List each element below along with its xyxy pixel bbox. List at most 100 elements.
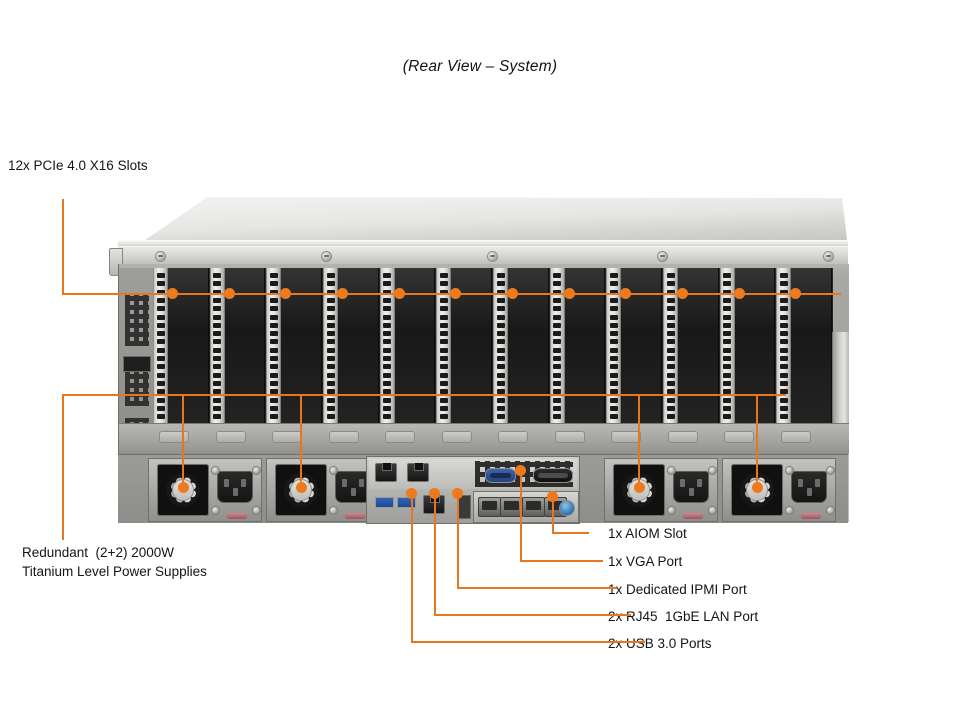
callout-dot-pcie-slot	[563, 288, 575, 299]
psu-screw	[709, 507, 716, 514]
rail-screw	[156, 252, 165, 261]
psu-power-inlet	[791, 471, 827, 503]
callout-dot-pcie-slot	[506, 288, 518, 299]
rail-screw	[824, 252, 833, 261]
shelf-tab	[667, 431, 698, 443]
callout-line-psu-drop	[300, 394, 302, 487]
callout-line-usb	[411, 641, 645, 643]
psu-screw	[330, 467, 337, 474]
pcie-slot-bracket	[209, 268, 225, 424]
shelf-tab	[328, 431, 359, 443]
callout-line-aiom	[552, 532, 589, 534]
chassis-bottom-shelf	[119, 423, 849, 454]
label-lan-port: 2x RJ45 1GbE LAN Port	[608, 609, 759, 624]
psu-screw	[668, 467, 675, 474]
psu-power-inlet	[335, 471, 371, 503]
pcie-slot-bracket	[549, 268, 565, 424]
rail-screw	[322, 252, 331, 261]
label-vga-port: 1x VGA Port	[608, 554, 683, 569]
psu-screw	[668, 507, 675, 514]
pcie-slot-bracket	[663, 268, 678, 424]
label-psu-line2: Titanium Level Power Supplies	[22, 564, 207, 579]
pcie-slot-bracket	[436, 268, 452, 424]
psu-power-inlet	[673, 471, 709, 503]
callout-dot-pcie-slot	[336, 288, 348, 299]
shelf-tab	[441, 431, 472, 443]
callout-line-psu	[62, 394, 786, 396]
psu-screw	[253, 507, 260, 514]
vent-grid-middle	[125, 372, 149, 406]
callout-line-psu-drop	[756, 394, 758, 487]
power-supply-module	[604, 458, 718, 522]
power-supply-module	[266, 458, 380, 522]
lan-port-1[interactable]	[375, 463, 397, 482]
callout-line-pcie	[62, 199, 64, 294]
rail-screw	[658, 252, 667, 261]
usb3-port-2[interactable]	[397, 497, 416, 508]
aiom-status-indicator	[560, 501, 574, 515]
shelf-tab	[724, 431, 754, 443]
lan-port-2[interactable]	[407, 463, 429, 482]
callout-dot-pcie-slot	[450, 288, 462, 299]
callout-dot-pcie-slot	[790, 288, 802, 299]
callout-line-psu-drop	[638, 394, 640, 487]
callout-line-aiom	[552, 496, 554, 532]
callout-line-usb2	[434, 614, 631, 616]
psu-screw	[212, 467, 219, 474]
aiom-port-cage	[478, 497, 501, 517]
psu-screw	[827, 507, 834, 514]
callout-dot-psu-fan	[633, 481, 645, 493]
pcie-slot-bracket	[153, 268, 168, 424]
pcie-slot-bracket	[266, 268, 282, 424]
psu-release-latch[interactable]	[683, 513, 703, 519]
power-supply-row	[118, 454, 848, 524]
serial-port[interactable]	[533, 468, 573, 483]
psu-screw	[827, 467, 834, 474]
callout-dot-pcie-slot	[620, 288, 632, 299]
psu-release-latch[interactable]	[345, 513, 365, 519]
usb3-port-1[interactable]	[375, 497, 394, 508]
label-usb-ports: 2x USB 3.0 Ports	[608, 636, 712, 651]
shelf-tab	[385, 431, 415, 443]
vga-port[interactable]	[485, 468, 516, 483]
aiom-port-cage	[500, 497, 523, 517]
io-blank-filler	[457, 495, 471, 519]
pcie-slot-bracket	[493, 268, 508, 424]
pcie-slot-well	[153, 268, 833, 424]
label-ipmi-port: 1x Dedicated IPMI Port	[608, 582, 747, 597]
page-title: (Rear View – System)	[402, 58, 558, 75]
aiom-port-cage	[522, 497, 545, 517]
psu-screw	[786, 467, 793, 474]
callout-line-usb	[411, 493, 413, 641]
aiom-slot[interactable]	[473, 491, 579, 523]
rail-screw	[488, 252, 497, 261]
pcie-slot-bracket	[719, 268, 735, 424]
psu-screw	[786, 507, 793, 514]
callout-line-usb2	[434, 493, 436, 614]
callout-line-psu	[62, 394, 64, 540]
callout-line-ipmi	[457, 587, 617, 589]
psu-screw	[709, 467, 716, 474]
psu-screw	[330, 507, 337, 514]
psu-release-latch[interactable]	[801, 513, 821, 519]
pcie-slot-bracket	[776, 268, 792, 424]
pcie-slot-bracket	[323, 268, 338, 424]
label-psu-line1: Redundant (2+2) 2000W	[22, 545, 174, 560]
callout-line-psu-drop	[182, 394, 184, 487]
server-chassis-rear	[109, 196, 849, 524]
callout-line-vga	[520, 470, 522, 560]
shelf-tab	[780, 431, 811, 443]
shelf-tab	[272, 431, 302, 443]
psu-release-latch[interactable]	[227, 513, 247, 519]
shelf-tab	[215, 431, 246, 443]
chassis-vent-panel	[119, 268, 153, 440]
chassis-top-lid	[134, 197, 848, 248]
callout-dot-pcie-slot	[676, 288, 688, 299]
pcie-slot-bracket	[606, 268, 622, 424]
power-supply-module	[148, 458, 262, 522]
callout-line-vga	[520, 560, 603, 562]
vent-grid-upper	[125, 294, 149, 346]
label-pcie-slots: 12x PCIe 4.0 X16 Slots	[8, 158, 148, 173]
callout-dot-pcie-slot	[280, 288, 292, 299]
